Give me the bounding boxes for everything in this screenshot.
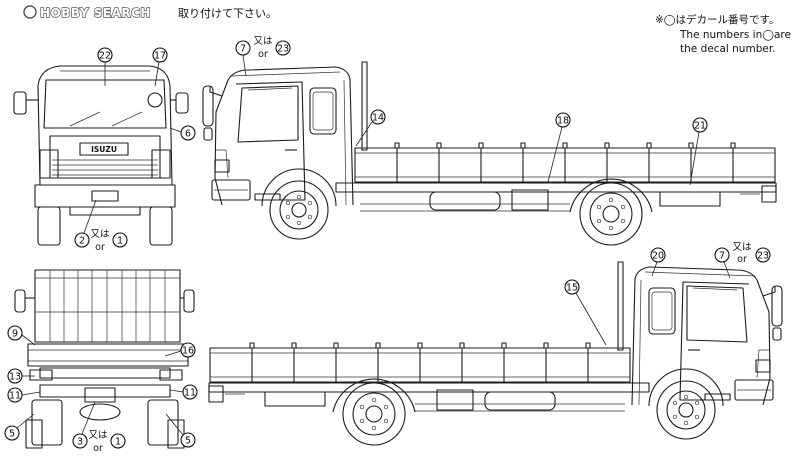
front-wheel-right (149, 206, 173, 246)
svg-text:22: 22 (99, 51, 111, 62)
svg-text:20: 20 (652, 251, 664, 262)
rear-license-plate (84, 387, 116, 403)
instruction-text: 取り付けて下さい。 (178, 7, 277, 20)
svg-text:21: 21 (694, 121, 706, 132)
svg-text:2: 2 (79, 236, 85, 247)
rear-mirror-right (183, 289, 195, 313)
svg-text:11: 11 (9, 391, 21, 402)
mirror-left (13, 91, 27, 115)
grille (49, 135, 161, 179)
svg-text:17: 17 (154, 51, 166, 62)
mirror-right (175, 92, 189, 114)
front-wheel-left (37, 206, 61, 246)
svg-text:11: 11 (184, 388, 196, 399)
decal-number-note: ※◯はデカール番号です。 The numbers in◯are the deca… (655, 13, 791, 55)
right-side-view (202, 61, 777, 246)
callout-11-left: 11 (7, 387, 41, 403)
svg-text:又は: 又は (90, 229, 110, 240)
callout-11-right: 11 (169, 384, 198, 400)
front-cab (37, 65, 173, 186)
svg-text:5: 5 (9, 429, 15, 440)
callout-6: 6 (169, 125, 196, 141)
front-bumper (34, 184, 176, 208)
svg-text:又は: 又は (88, 430, 108, 441)
rear-wheel-right (147, 399, 179, 446)
callout-17: 17 (152, 47, 168, 87)
note-jp: ※◯はデカール番号です。 (655, 13, 780, 26)
svg-text:9: 9 (12, 329, 18, 340)
callout-13: 13 (7, 368, 35, 384)
svg-text:or: or (93, 443, 103, 454)
hobby-search-logo: HOBBY SEARCH (23, 5, 151, 21)
logo-text: HOBBY SEARCH (40, 6, 151, 20)
rear-bumper (39, 384, 171, 398)
callout-14: 14 (355, 109, 386, 147)
svg-text:又は: 又は (732, 242, 752, 253)
svg-text:or: or (95, 242, 105, 253)
svg-text:7: 7 (719, 251, 725, 262)
svg-text:1: 1 (115, 437, 121, 448)
svg-text:15: 15 (566, 283, 578, 294)
svg-text:6: 6 (185, 129, 191, 140)
grille-badge: ISUZU (91, 145, 117, 154)
svg-text:7: 7 (240, 44, 246, 55)
callout-18: 18 (547, 112, 571, 183)
callout-7-or-23-top: 7 又は or 23 (235, 36, 291, 77)
callout-20: 20 (650, 247, 666, 277)
svg-text:1: 1 (117, 236, 123, 247)
callout-7-or-23-bottom: 7 又は or 23 (714, 242, 771, 279)
differential (79, 403, 121, 421)
svg-text:18: 18 (557, 116, 569, 127)
headlight-left (39, 149, 59, 179)
headboard-rack (34, 269, 181, 343)
license-plate (91, 190, 119, 202)
callout-5-left: 5 (4, 413, 35, 441)
headlight-right (151, 149, 171, 179)
mirror-round (147, 92, 163, 108)
tail-light-right (159, 369, 183, 381)
svg-text:16: 16 (182, 346, 194, 357)
callout-9: 9 (7, 325, 36, 346)
mud-flap-left (25, 419, 43, 449)
svg-text:13: 13 (9, 372, 21, 383)
front-view: ISUZU (13, 65, 189, 246)
callout-2-or-1: 2 又は or 1 (74, 199, 128, 253)
callout-5-right: 5 (165, 413, 196, 448)
svg-text:又は: 又は (253, 36, 273, 47)
svg-text:5: 5 (185, 436, 191, 447)
left-side-view (208, 261, 783, 446)
rear-wheel-left (31, 399, 63, 446)
svg-text:23: 23 (757, 251, 769, 262)
rear-view (14, 269, 195, 449)
svg-text:3: 3 (77, 437, 83, 448)
header: HOBBY SEARCH 取り付けて下さい。 (23, 5, 277, 21)
tailgate (27, 343, 189, 367)
callout-16: 16 (164, 342, 196, 358)
svg-text:14: 14 (372, 113, 384, 124)
svg-text:23: 23 (277, 44, 289, 55)
svg-text:or: or (258, 49, 268, 60)
callout-22: 22 (97, 47, 113, 86)
tail-light-left (29, 369, 53, 381)
callout-15: 15 (564, 279, 607, 346)
callout-21: 21 (689, 117, 708, 186)
svg-text:or: or (737, 254, 747, 265)
callout-3-or-1: 3 又は or 1 (72, 401, 126, 454)
windshield (43, 79, 167, 129)
note-en-line2: the decal number. (680, 43, 776, 55)
rear-mirror-left (14, 289, 26, 313)
note-en-line1: The numbers in◯are (679, 29, 791, 41)
